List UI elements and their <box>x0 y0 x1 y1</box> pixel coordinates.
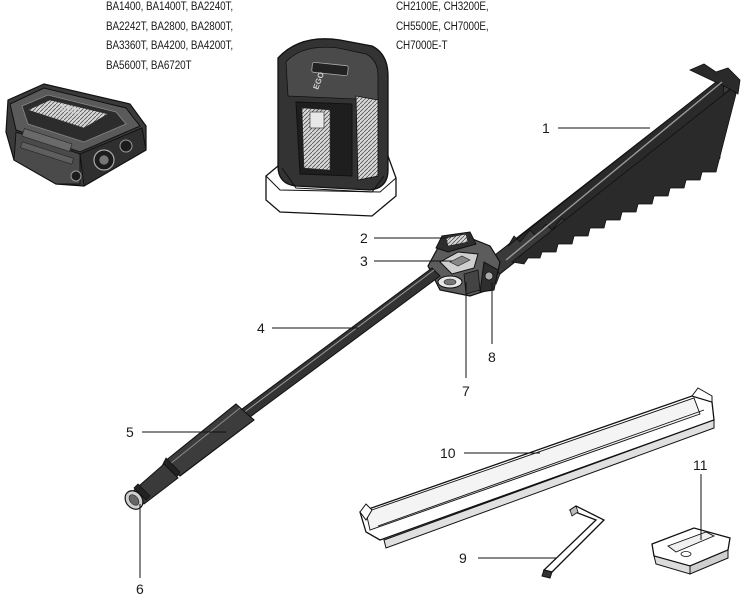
callout-9: 9 <box>459 550 467 566</box>
callout-3: 3 <box>360 253 368 269</box>
battery-pack-illustration: EGO <box>5 83 147 187</box>
callout-6: 6 <box>136 581 144 597</box>
callout-7: 7 <box>462 383 470 399</box>
battery-logo: EGO <box>60 102 82 117</box>
callout-2: 2 <box>360 230 368 246</box>
blade-cover <box>359 387 715 549</box>
charger-model-line: CH5500E, CH7000E, <box>396 20 489 33</box>
telescopic-shaft <box>124 267 441 510</box>
battery-model-line: BA1400, BA1400T, BA2240T, <box>106 1 234 13</box>
callout-leaders <box>139 127 702 578</box>
callout-8: 8 <box>488 349 496 365</box>
callout-10: 10 <box>440 445 456 461</box>
charger-model-line: CH7000E-T <box>396 40 448 52</box>
callout-11: 11 <box>693 457 708 473</box>
callout-4: 4 <box>257 320 265 336</box>
callout-5: 5 <box>126 424 134 440</box>
pivot-gearbox <box>427 231 501 297</box>
battery-model-line: BA3360T, BA4200, BA4200T, <box>106 40 234 52</box>
hex-wrench <box>541 505 606 579</box>
charger-model-list: CH2100E, CH3200E, CH5500E, CH7000E, CH70… <box>396 0 489 57</box>
blade-clip <box>651 527 731 575</box>
callout-1: 1 <box>542 120 550 136</box>
battery-model-line: BA2242T, BA2800, BA2800T, <box>106 20 234 33</box>
hedge-trimmer-blade <box>479 63 741 285</box>
battery-model-list: BA1400, BA1400T, BA2240T, BA2242T, BA280… <box>106 0 233 76</box>
battery-model-line: BA5600T, BA6720T <box>106 59 192 72</box>
charger-model-line: CH2100E, CH3200E, <box>396 1 489 13</box>
charger-illustration: EGO <box>265 38 397 217</box>
